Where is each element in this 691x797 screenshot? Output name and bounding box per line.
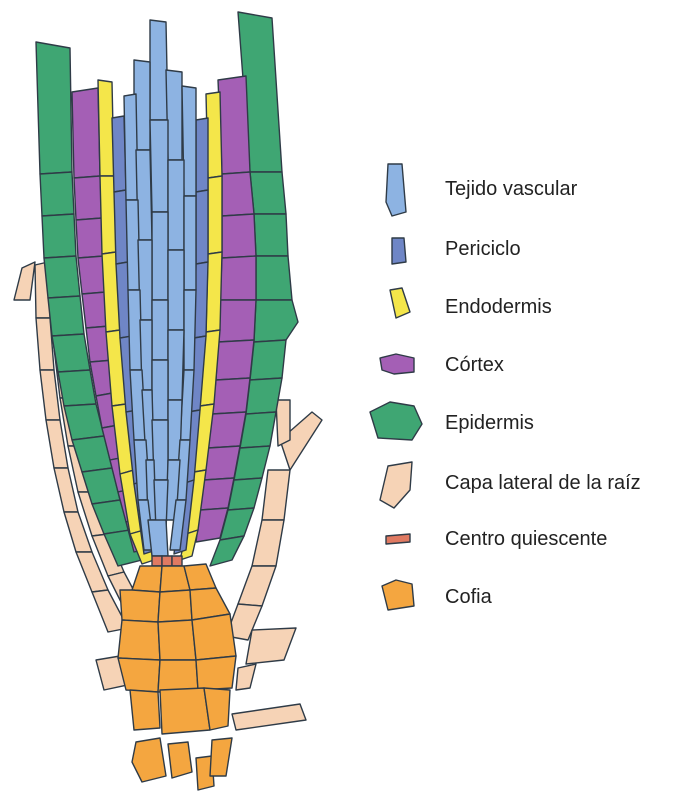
legend-label-pericycle: Periciclo (445, 238, 521, 261)
legend-swatch-columella (382, 580, 414, 610)
quiescent-center (152, 556, 182, 566)
legend-label-lateral-root-cap: Capa lateral de la raíz (445, 472, 641, 495)
legend-swatch-quiescent-center (386, 534, 410, 544)
legend-swatch-endodermis (390, 288, 410, 318)
legend-label-quiescent-center: Centro quiescente (445, 528, 607, 551)
legend-swatch-epidermis (370, 402, 422, 440)
legend-swatch-vascular (386, 164, 406, 216)
legend-label-endodermis: Endodermis (445, 296, 552, 319)
legend-swatch-lateral-root-cap (380, 462, 412, 508)
legend-swatch-pericycle (392, 238, 406, 264)
legend-label-vascular: Tejido vascular (445, 178, 577, 201)
legend-label-cortex: Córtex (445, 354, 504, 377)
legend-label-epidermis: Epidermis (445, 412, 534, 435)
legend-swatches (370, 164, 422, 610)
legend-label-columella: Cofia (445, 586, 492, 609)
root-cap-columella (118, 564, 236, 790)
legend-swatch-cortex (380, 354, 414, 374)
